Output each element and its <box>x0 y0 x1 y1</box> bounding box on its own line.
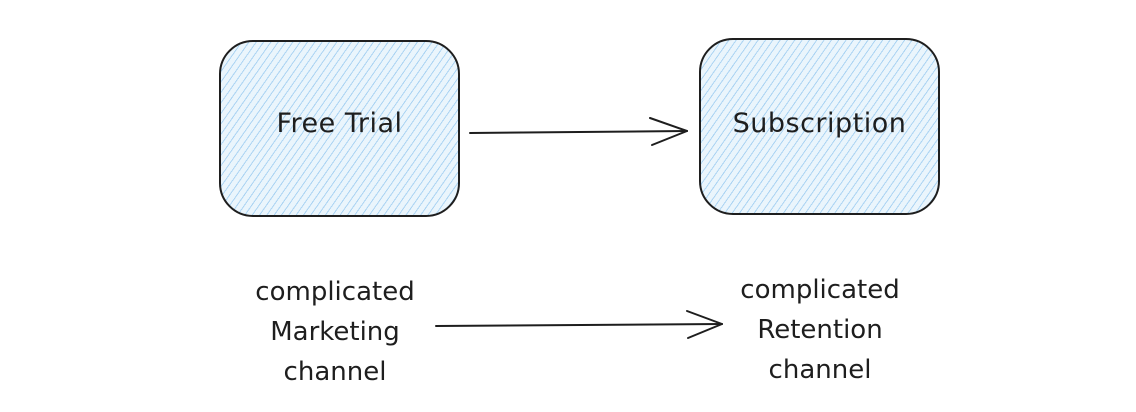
retention-channel-note: complicated Retention channel <box>710 270 930 390</box>
free-trial-node[interactable] <box>219 40 460 217</box>
retention-line-1: complicated <box>740 275 900 305</box>
marketing-line-3: channel <box>283 357 387 387</box>
retention-line-2: Retention <box>757 315 883 345</box>
subscription-label: Subscription <box>732 108 907 139</box>
marketing-line-1: complicated <box>255 277 415 307</box>
free-trial-label: Free Trial <box>276 108 403 139</box>
trial-to-subscription-arrow[interactable] <box>469 117 688 146</box>
marketing-to-retention-arrow[interactable] <box>435 310 723 339</box>
retention-line-3: channel <box>768 355 872 385</box>
marketing-channel-note: complicated Marketing channel <box>225 272 445 392</box>
marketing-line-2: Marketing <box>270 317 400 347</box>
subscription-node[interactable] <box>699 38 940 215</box>
